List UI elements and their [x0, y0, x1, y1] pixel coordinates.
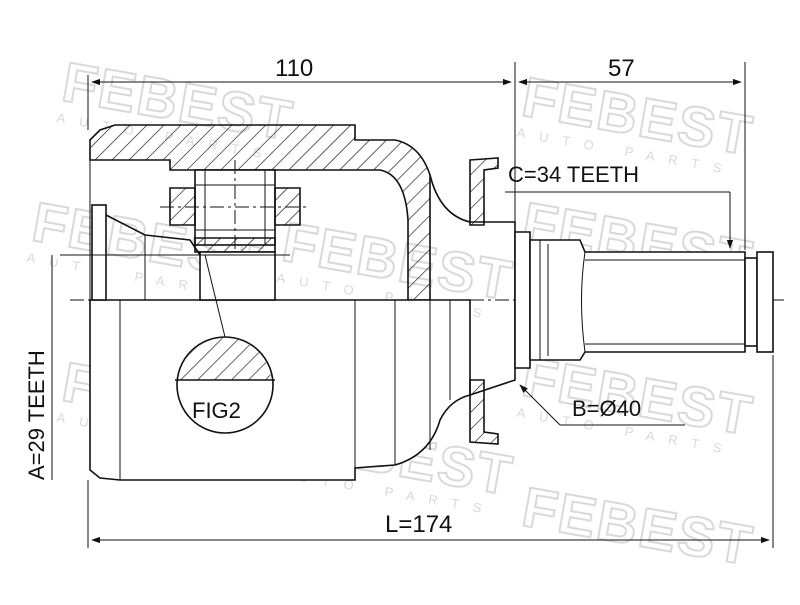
dimension-174: L=174 [87, 355, 774, 548]
dimension-57-label: 57 [608, 55, 635, 82]
c-teeth-label: C=34 TEETH [508, 162, 639, 187]
b-diameter-callout: B=Ø40 [519, 384, 685, 426]
output-shaft [514, 231, 774, 369]
a-teeth-callout: A=29 TEETH [24, 255, 53, 480]
fig2-detail: FIG2 [175, 254, 275, 434]
tripod-assembly [160, 160, 310, 301]
dust-shield-lower [469, 379, 499, 445]
stub-taper [105, 214, 201, 256]
dimension-110-label: 110 [275, 55, 313, 82]
shaft-collar [514, 231, 531, 369]
c-teeth-callout: C=34 TEETH [505, 162, 734, 249]
joint-housing [89, 124, 516, 481]
housing-lower-body [89, 299, 471, 481]
spline-runout [581, 251, 586, 353]
dimension-57: 57 [518, 55, 746, 250]
dimension-174-label: L=174 [385, 511, 452, 538]
spider-hub [199, 251, 276, 301]
roller-hatch-left [169, 187, 196, 226]
shaft-groove [744, 257, 758, 347]
leader-line [519, 384, 561, 426]
dust-shield [469, 157, 499, 445]
left-stub [60, 204, 201, 301]
dust-shield-upper [469, 157, 499, 226]
watermark-brand: FEBEST [518, 475, 758, 577]
a-teeth-label: A=29 TEETH [24, 350, 49, 480]
b-diameter-label: B=Ø40 [572, 396, 641, 421]
detail-leader [204, 254, 226, 338]
shaft-tip [756, 251, 774, 353]
stub-flange [91, 204, 107, 301]
fig2-label: FIG2 [192, 398, 241, 423]
shaft-body [529, 239, 746, 361]
dimension-110: 110 [87, 55, 516, 225]
